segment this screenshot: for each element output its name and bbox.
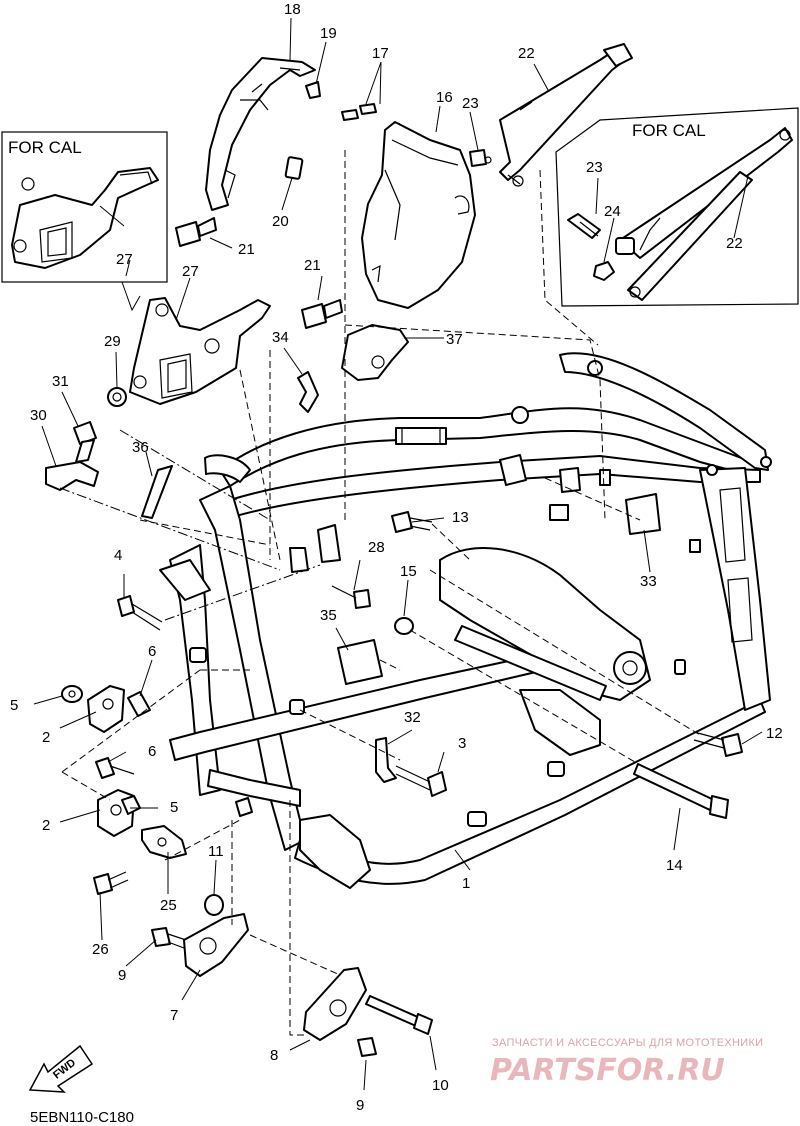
callout-16: 16 [436, 89, 453, 106]
bolt-21a [175, 217, 217, 247]
callout-23a: 23 [462, 95, 479, 112]
callout-6a: 6 [148, 643, 156, 660]
callout-22a: 22 [518, 45, 535, 62]
callout-26: 26 [92, 941, 109, 958]
callout-20: 20 [272, 213, 289, 230]
watermark-brand: PARTSFOR.RU [490, 1053, 725, 1088]
callout-6b: 6 [148, 743, 156, 760]
callout-21a: 21 [238, 241, 255, 258]
callout-29: 29 [104, 333, 121, 350]
callout-9b: 9 [356, 1097, 364, 1114]
diagram-code: 5EBN110-C180 [30, 1109, 134, 1126]
callout-numbers: 1 2 2 3 4 5 5 6 6 7 8 9 9 10 11 12 13 14… [10, 1, 783, 1114]
callout-28: 28 [368, 539, 385, 556]
callout-7: 7 [170, 1007, 178, 1024]
callout-1: 1 [462, 875, 470, 892]
callout-21b: 21 [304, 257, 321, 274]
alignment-lines [59, 150, 701, 1036]
callout-24: 24 [604, 203, 621, 220]
callout-2a: 2 [42, 729, 50, 746]
inset-box-left: FOR CAL [1, 131, 168, 312]
inset-right-label: FOR CAL [632, 121, 706, 140]
callout-15: 15 [400, 563, 417, 580]
callout-37: 37 [446, 331, 463, 348]
callout-27b: 27 [182, 263, 199, 280]
leader-lines [33, 17, 763, 1091]
callout-33: 33 [640, 573, 657, 590]
callout-5b: 5 [170, 799, 178, 816]
part-27-bracket [129, 297, 271, 405]
callout-8: 8 [270, 1047, 278, 1064]
callout-35: 35 [320, 607, 337, 624]
callout-17: 17 [372, 45, 389, 62]
callout-25: 25 [160, 897, 177, 914]
callout-23b: 23 [586, 159, 603, 176]
part-16-cover [361, 121, 476, 309]
callout-4: 4 [114, 547, 122, 564]
callout-22b: 22 [726, 235, 743, 252]
callout-9a: 9 [118, 967, 126, 984]
callout-2b: 2 [42, 817, 50, 834]
callout-10: 10 [432, 1077, 449, 1094]
callout-27a: 27 [116, 251, 133, 268]
callout-31: 31 [52, 373, 69, 390]
callout-18: 18 [284, 1, 301, 18]
callout-32: 32 [404, 709, 421, 726]
callout-3: 3 [458, 735, 466, 752]
callout-19: 19 [320, 25, 337, 42]
inset-box-right: FOR CAL [555, 107, 799, 307]
callout-34: 34 [272, 329, 289, 346]
bolt-21b [301, 299, 343, 329]
callout-14: 14 [666, 857, 683, 874]
callout-13: 13 [452, 509, 469, 526]
watermark-tagline: ЗАПЧАСТИ И АКСЕССУАРЫ ДЛЯ МОТОТЕХНИКИ [492, 1037, 763, 1049]
inset-left-label: FOR CAL [8, 138, 82, 157]
callout-12: 12 [766, 725, 783, 742]
watermark: ЗАПЧАСТИ И АКСЕССУАРЫ ДЛЯ МОТОТЕХНИКИ PA… [490, 1037, 763, 1088]
part-18-bracket [205, 57, 316, 211]
callout-11: 11 [208, 843, 224, 860]
callout-36: 36 [132, 439, 149, 456]
main-frame [159, 352, 772, 889]
callout-30: 30 [30, 407, 47, 424]
callout-5a: 5 [10, 697, 18, 714]
fwd-arrow-icon: FWD [28, 1044, 94, 1093]
